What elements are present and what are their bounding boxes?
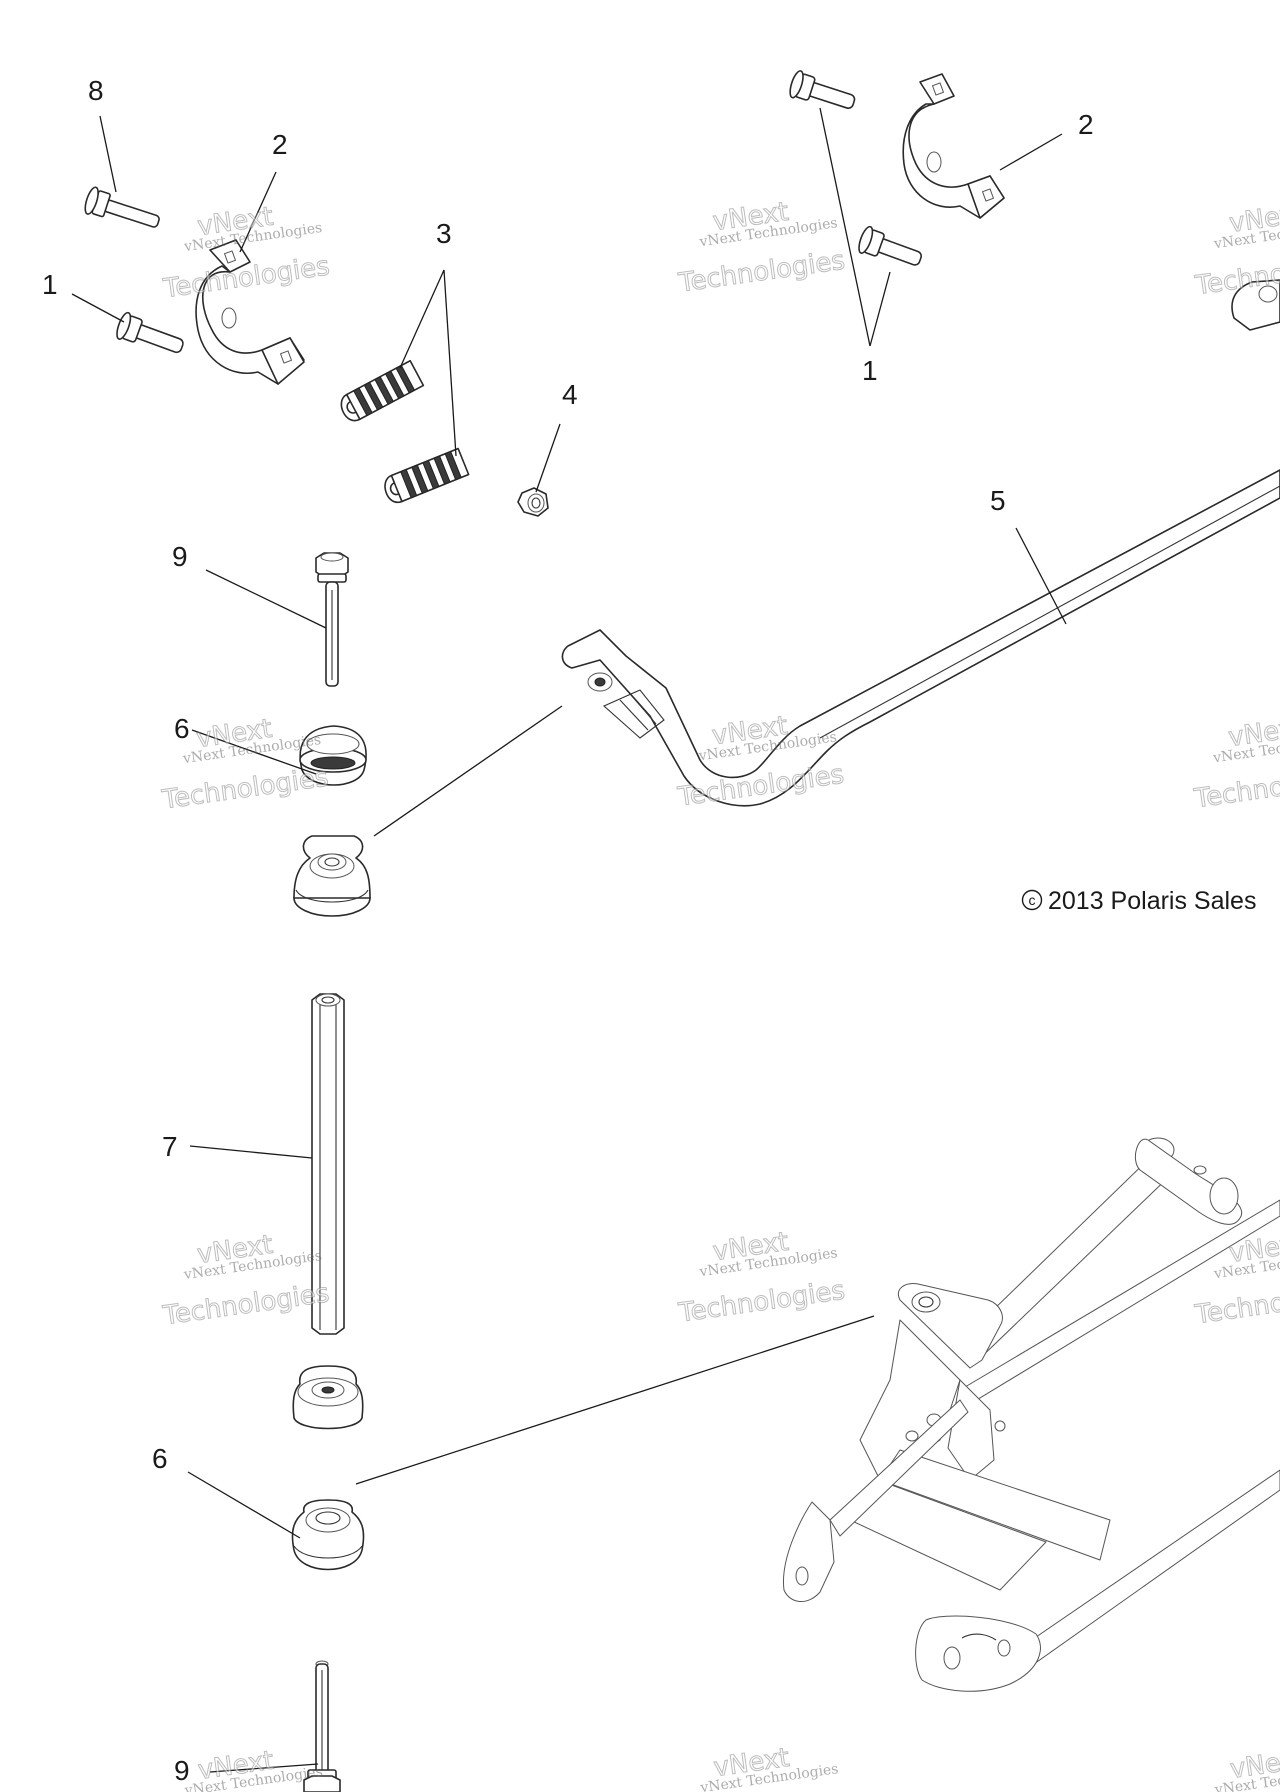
leader-lines <box>71 107 1067 1773</box>
svg-text:Technologies: Technologies <box>676 246 847 299</box>
callout-1-right: 1 <box>862 355 878 386</box>
svg-text:Technologies: Technologies <box>1193 1277 1280 1330</box>
link-bushing-icon <box>292 1365 364 1430</box>
callout-6-top: 6 <box>174 713 190 744</box>
callout-6-bottom: 6 <box>152 1443 168 1474</box>
link-bushing-icon <box>299 725 367 786</box>
callout-7: 7 <box>162 1131 178 1162</box>
callout-1-left: 1 <box>42 269 58 300</box>
watermark-low-left: vNext Technologies vNext Technologies <box>160 1229 332 1332</box>
bolt-icon <box>789 70 856 109</box>
bolt-icon <box>315 552 349 687</box>
clamp-icon <box>1231 279 1280 331</box>
callout-labels: 8 2 3 1 4 9 6 7 6 9 1 2 5 <box>42 75 1094 1786</box>
link-rod-icon <box>311 993 345 1335</box>
bolt-icon <box>116 311 184 354</box>
watermark-top-right: vNext Technologies vNext Technologies <box>1192 198 1280 302</box>
nut-icon <box>517 487 549 517</box>
clamp-icon <box>195 239 305 385</box>
callout-5: 5 <box>990 485 1006 516</box>
copyright-notice: c 2013 Polaris Sales <box>1021 887 1256 915</box>
callout-8: 8 <box>88 75 104 106</box>
callout-3: 3 <box>436 218 452 249</box>
callout-9-top: 9 <box>172 541 188 572</box>
bolt-icon <box>303 1660 341 1792</box>
watermark-top-mid: vNext Technologies vNext Technologies <box>676 196 848 299</box>
svg-text:Technologies: Technologies <box>160 762 331 815</box>
clamp-icon <box>902 73 1005 219</box>
link-bushing-icon <box>293 835 371 917</box>
a-arm-icon <box>782 1137 1280 1692</box>
watermark-bottom-right: vNext vNext Technologies <box>1213 1744 1280 1792</box>
svg-text:Technologies: Technologies <box>161 1278 332 1331</box>
callout-4: 4 <box>562 379 578 410</box>
bushing-icon <box>384 447 470 504</box>
svg-text:Technologies: Technologies <box>676 1276 847 1329</box>
watermark-mid-right: vNext Technologies vNext Technologies <box>1191 712 1280 815</box>
callout-2-left: 2 <box>272 129 288 160</box>
bolt-icon <box>84 186 160 228</box>
watermark-bottom-mid: vNext vNext Technologies <box>698 1742 839 1792</box>
copyright-text: 2013 Polaris Sales <box>1048 887 1256 915</box>
watermark-low-right: vNext Technologies vNext Technologies <box>1192 1228 1280 1331</box>
callout-2-right: 2 <box>1078 109 1094 140</box>
bushing-icon <box>340 359 425 422</box>
stabilizer-bar-icon <box>561 469 1280 807</box>
link-bushing-icon <box>291 1499 365 1571</box>
svg-text:Technologies: Technologies <box>1192 761 1280 814</box>
copyright-symbol: c <box>1029 892 1036 908</box>
watermark-low-mid: vNext Technologies vNext Technologies <box>676 1226 848 1329</box>
callout-9-bottom: 9 <box>174 1755 190 1786</box>
bolt-icon <box>858 225 923 266</box>
